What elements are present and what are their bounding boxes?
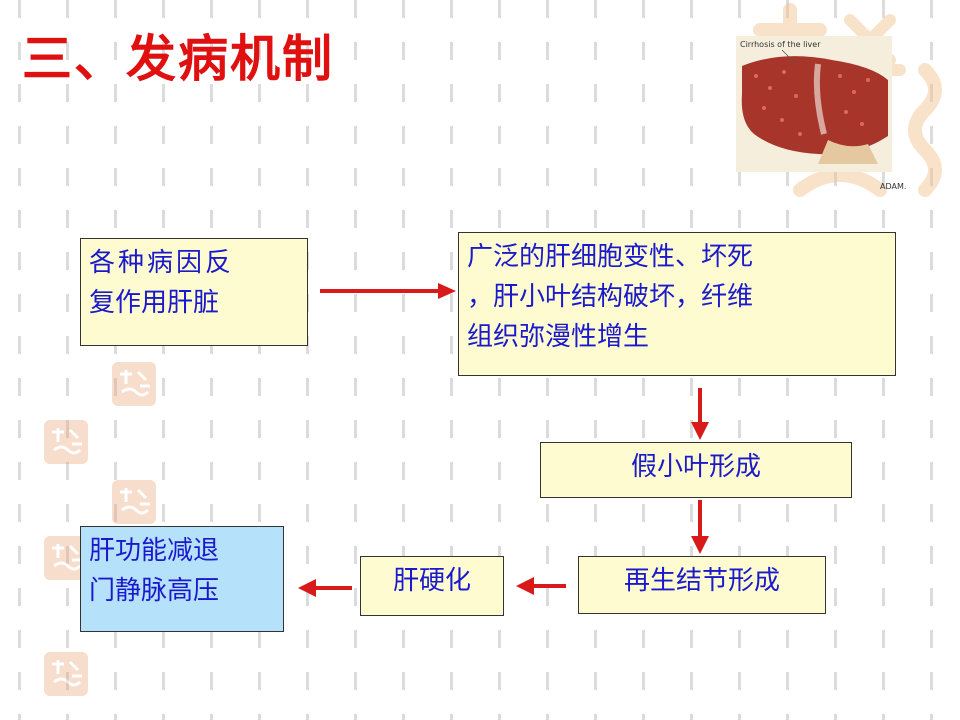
damage-line-2: ，肝小叶结构破坏，纤维 <box>467 282 754 312</box>
seal-stamp-decoration <box>112 480 156 524</box>
outcome-line-1: 肝功能减退 <box>89 536 220 566</box>
figure-label: Cirrhosis of the liver <box>740 40 821 49</box>
seal-stamp-decoration <box>44 652 88 696</box>
cause-box: 各种病因反 复作用肝脏 <box>80 238 308 346</box>
outcome-line-2: 门静脉高压 <box>89 576 220 606</box>
outcome-box: 肝功能减退 门静脉高压 <box>80 526 284 632</box>
regen-nodule-label: 再生结节形成 <box>623 566 780 596</box>
cause-line-1: 各种病因反 <box>89 248 235 278</box>
pseudolobule-box: 假小叶形成 <box>540 442 852 498</box>
regen-nodule-box: 再生结节形成 <box>578 556 826 614</box>
arrow-left-icon <box>516 577 566 595</box>
cause-line-2: 复作用肝脏 <box>89 288 220 318</box>
pseudolobule-label: 假小叶形成 <box>630 452 761 482</box>
damage-line-1: 广泛的肝细胞变性、坏死 <box>467 242 754 272</box>
seal-stamp-decoration <box>112 362 156 406</box>
cirrhosis-label: 肝硬化 <box>392 566 471 596</box>
page-title: 三、发病机制 <box>22 30 334 88</box>
seal-stamp-decoration <box>44 536 88 580</box>
arrow-down-icon <box>691 388 709 440</box>
damage-box: 广泛的肝细胞变性、坏死 ，肝小叶结构破坏，纤维 组织弥漫性增生 <box>458 232 896 376</box>
arrow-left-icon <box>298 579 352 597</box>
cirrhosis-box: 肝硬化 <box>360 556 504 616</box>
damage-line-3: 组织弥漫性增生 <box>467 322 650 352</box>
figure-credit: ADAM. <box>880 182 907 191</box>
arrow-right-icon <box>320 283 456 299</box>
seal-stamp-decoration <box>44 420 88 464</box>
arrow-down-icon <box>691 500 709 554</box>
